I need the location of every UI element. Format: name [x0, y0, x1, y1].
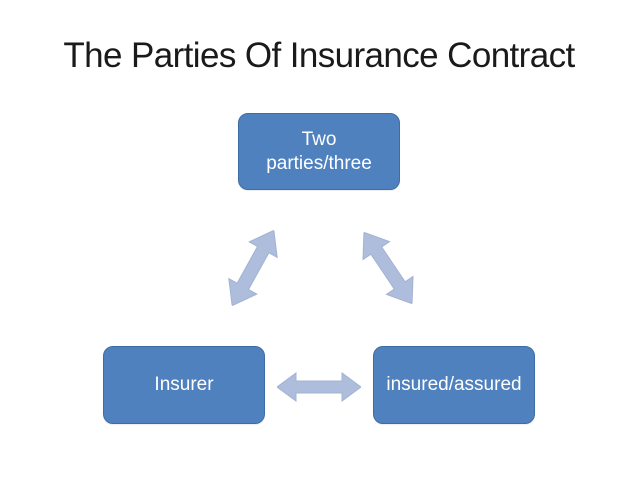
node-insured-assured-label: insured/assured	[386, 374, 522, 396]
node-insurer: Insurer	[103, 346, 265, 424]
node-two-parties: Two parties/three	[238, 113, 400, 190]
node-insured-assured: insured/assured	[373, 346, 535, 424]
node-two-parties-label: Two parties/three	[266, 129, 372, 174]
double-arrow-parties-insurer-icon	[228, 229, 278, 307]
node-insurer-label: Insurer	[154, 374, 214, 396]
slide-title: The Parties Of Insurance Contract	[63, 36, 575, 75]
double-arrow-parties-insured-icon	[362, 231, 414, 305]
double-arrow-insurer-insured-icon	[277, 372, 361, 402]
